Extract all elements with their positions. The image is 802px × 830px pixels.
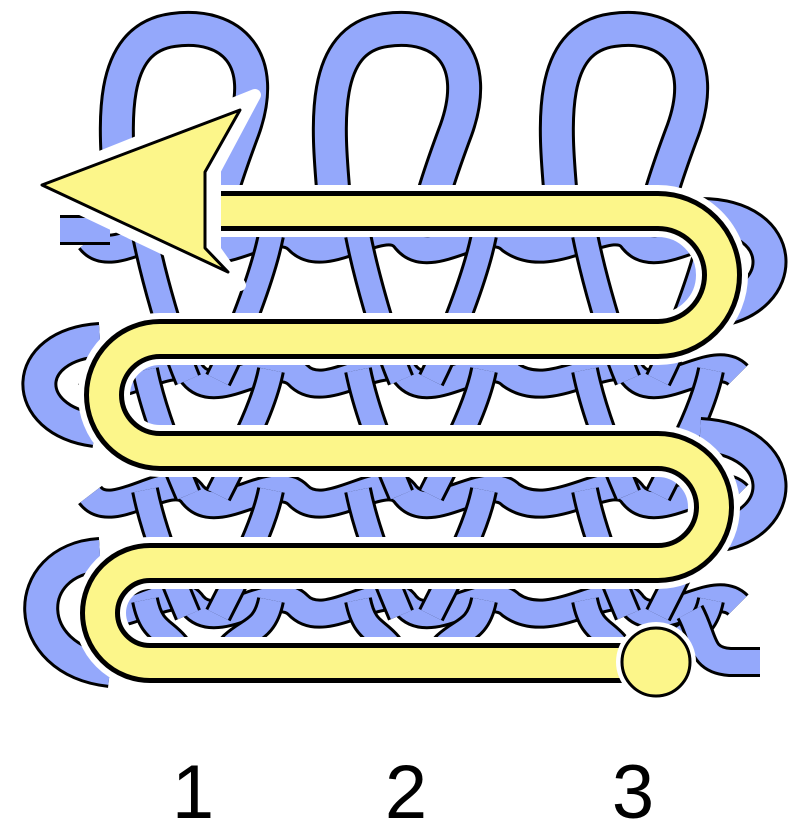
work-direction-arrow-icon xyxy=(40,108,242,274)
tail-bottom xyxy=(679,606,760,674)
top-loop-2 xyxy=(314,13,480,229)
top-loop-3 xyxy=(541,13,707,229)
yarn-tails xyxy=(60,215,760,677)
column-label-2: 2 xyxy=(385,750,427,830)
column-label-1: 1 xyxy=(172,750,214,830)
start-dot-icon xyxy=(620,626,692,698)
edge-loop-right-2 xyxy=(698,420,785,550)
stitch-leg-l-1-3 xyxy=(574,232,639,385)
work-direction-path xyxy=(24,89,748,702)
edge-loop-left-2 xyxy=(26,540,113,685)
row-strand-3 xyxy=(80,474,747,517)
live-stitch-loops xyxy=(98,10,710,229)
column-labels: 1 2 3 xyxy=(172,750,654,830)
stitch-leg-l-1-2 xyxy=(347,232,412,385)
knitted-fabric xyxy=(21,10,788,688)
stitch-rows xyxy=(78,216,749,672)
edge-loop-left-1 xyxy=(24,325,102,445)
top-loop-1 xyxy=(101,13,267,229)
path-fill xyxy=(85,196,737,678)
stitch-leg-r-1-2 xyxy=(421,232,495,385)
stitch-leg-l-1-1 xyxy=(134,232,199,385)
stitch-leg-r-1-1 xyxy=(208,232,282,385)
column-label-3: 3 xyxy=(612,750,654,830)
